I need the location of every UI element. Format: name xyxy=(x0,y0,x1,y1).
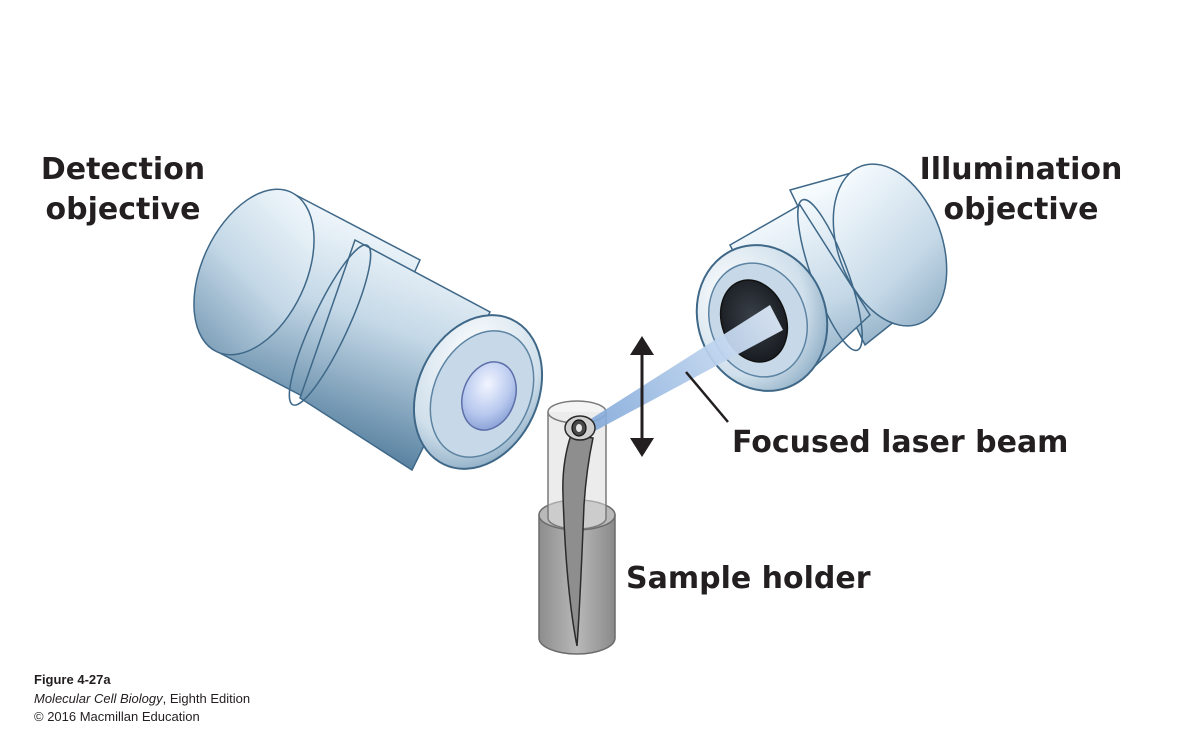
illumination-label-line1: Illumination xyxy=(919,152,1123,187)
focused-laser-beam-label: Focused laser beam xyxy=(732,425,1069,460)
detection-objective-label: Detection objective xyxy=(30,150,216,230)
detection-label-line1: Detection xyxy=(40,152,206,187)
detection-objective xyxy=(193,188,544,472)
laser-leader-line xyxy=(685,371,729,423)
detection-label-line2: objective xyxy=(45,192,201,227)
sample-specimen xyxy=(562,415,596,647)
illumination-objective-label: Illumination objective xyxy=(908,150,1134,230)
sample-holder-label: Sample holder xyxy=(626,561,871,596)
copyright-line: © 2016 Macmillan Education xyxy=(34,709,200,724)
figure-caption: Figure 4-27a Molecular Cell Biology, Eig… xyxy=(34,671,250,727)
illumination-label-line2: objective xyxy=(943,192,1099,227)
figure-number: Figure 4-27a xyxy=(34,672,111,687)
book-reference: Molecular Cell Biology, Eighth Edition xyxy=(34,690,250,709)
book-edition: , Eighth Edition xyxy=(162,690,251,706)
detection-lens xyxy=(461,361,517,431)
book-title: Molecular Cell Biology xyxy=(34,690,163,706)
focused-laser-beam xyxy=(586,305,783,432)
double-headed-arrow-icon xyxy=(630,336,654,457)
